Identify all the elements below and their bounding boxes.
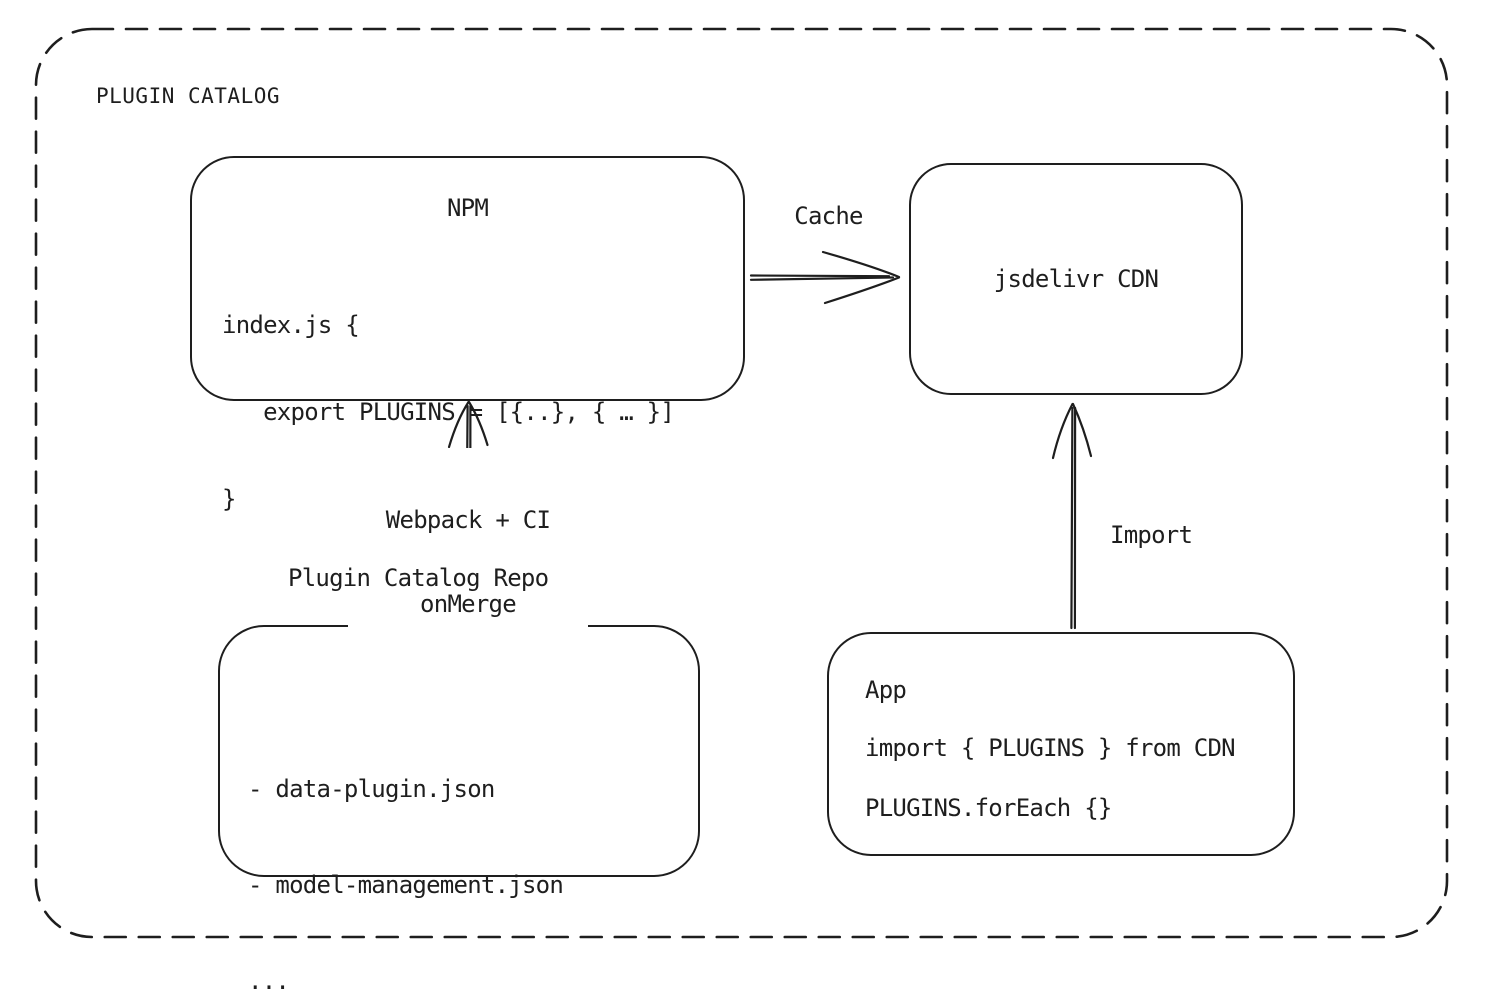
npm-code: index.js { export PLUGINS = [{..}, { … }… xyxy=(222,253,675,572)
catalog-title: PLUGIN CATALOG xyxy=(96,84,281,108)
repo-file-item: ... xyxy=(248,967,290,995)
build-arrow-label: Webpack + CI onMerge xyxy=(348,448,588,676)
node-app: App import { PLUGINS } from CDN PLUGINS.… xyxy=(827,632,1295,856)
app-code-line: import { PLUGINS } from CDN xyxy=(865,734,1236,762)
build-arrow-label-line2: onMerge xyxy=(420,590,517,618)
repo-file-item: - model-management.json xyxy=(248,871,564,899)
repo-title: Plugin Catalog Repo xyxy=(288,564,549,592)
npm-code-line: } xyxy=(222,485,236,513)
cdn-label: jsdelivr CDN xyxy=(993,265,1159,293)
npm-code-line: export PLUGINS = [{..}, { … }] xyxy=(222,398,675,426)
npm-code-line: index.js { xyxy=(222,311,360,339)
build-arrow-label-line1: Webpack + CI xyxy=(385,506,551,534)
import-arrow-label: Import xyxy=(1110,521,1193,549)
repo-file-list: - data-plugin.json - model-management.js… xyxy=(248,709,564,1002)
app-title: App xyxy=(865,676,907,704)
app-code-line: PLUGINS.forEach {} xyxy=(865,794,1112,822)
cache-arrow xyxy=(749,250,901,305)
npm-title: NPM xyxy=(446,194,489,222)
repo-file-item: - data-plugin.json xyxy=(248,775,495,803)
import-arrow xyxy=(1051,402,1093,630)
node-cdn: jsdelivr CDN xyxy=(909,163,1243,395)
catalog-boundary xyxy=(34,27,1449,939)
node-npm: NPM index.js { export PLUGINS = [{..}, {… xyxy=(190,156,745,513)
cache-arrow-label: Cache xyxy=(794,202,863,230)
